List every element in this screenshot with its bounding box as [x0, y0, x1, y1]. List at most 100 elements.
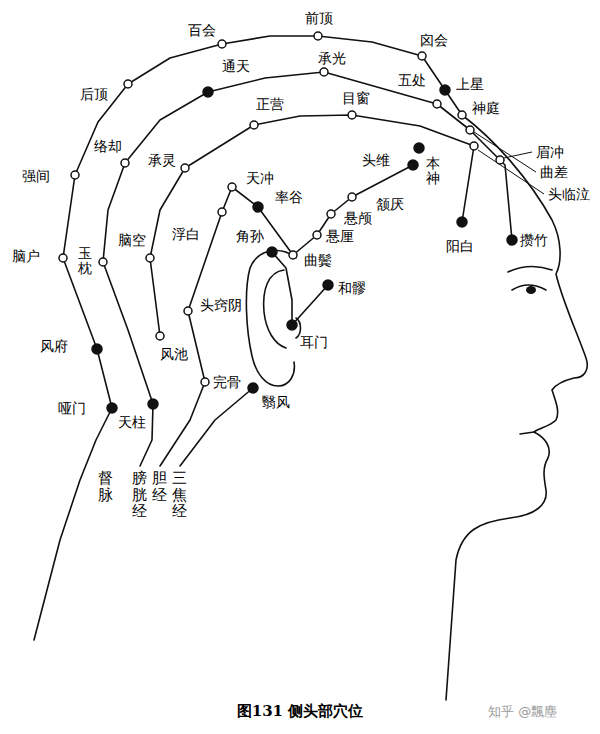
ear-inner-fold: [264, 270, 286, 348]
acupoint-filled: [107, 403, 117, 413]
acupoint-label: 天柱: [118, 414, 146, 430]
acupoint-open: [289, 251, 297, 259]
bladder-meridian-line: [103, 72, 512, 466]
acupoint-label: 百会: [188, 22, 216, 38]
acupoint-open: [348, 111, 356, 119]
acupoint-open: [433, 100, 441, 108]
acupoint-open: [313, 231, 321, 239]
acupoint-label: 通天: [222, 58, 250, 74]
acupoint-label: 颔厌: [376, 196, 404, 212]
acupoint-filled: [148, 399, 158, 409]
ear-outline: [246, 251, 296, 386]
acupoint-label: 耳门: [300, 334, 328, 350]
acupoint-label: 翳风: [262, 394, 290, 410]
acupoint-open: [348, 193, 356, 201]
acupoint-label: 曲鬓: [304, 252, 332, 268]
gallbladder-meridian-line: [150, 115, 474, 336]
acupoint-open: [327, 210, 335, 218]
acupoint-label: 完骨: [213, 374, 241, 390]
acupoint-filled: [323, 280, 333, 290]
meridian-label: 三焦经: [172, 470, 187, 520]
acupoint-open: [201, 378, 209, 386]
acupoint-filled: [248, 383, 258, 393]
acupoint-label: 悬厘: [326, 228, 354, 244]
acupoint-label: 络却: [94, 138, 122, 154]
acupoint-label: 风府: [40, 338, 68, 354]
acupoint-label: 本神: [426, 156, 440, 187]
acupoint-label: 五处: [398, 72, 426, 88]
acupoint-filled: [287, 320, 297, 330]
acupoint-open: [218, 40, 226, 48]
mouth-line: [520, 432, 534, 434]
acupoint-label: 哑门: [58, 400, 86, 416]
acupoint-label: 和髎: [338, 280, 366, 296]
acupoint-label: 强间: [22, 168, 50, 184]
acupoint-open: [228, 183, 236, 191]
figure-caption: 图131 侧头部穴位: [0, 702, 600, 720]
acupoint-label: 攒竹: [520, 232, 548, 248]
gallbladder-meridian-line: [160, 165, 413, 466]
eye-pupil: [526, 286, 536, 294]
acupoint-open: [156, 332, 164, 340]
acupoint-open: [184, 307, 192, 315]
acupoint-label: 浮白: [172, 226, 200, 242]
governor-vessel-line: [34, 36, 462, 640]
acupoint-label: 头维: [362, 152, 390, 168]
acupoint-label: 阳白: [446, 238, 474, 254]
leader-line: [504, 152, 532, 158]
acupoint-open: [181, 164, 189, 172]
acupoint-label: 悬颅: [344, 210, 372, 226]
acupoint-open: [466, 126, 474, 134]
acupoint-label: 承光: [318, 50, 346, 66]
acupoint-open: [218, 208, 226, 216]
acupoint-open: [99, 258, 107, 266]
acupoint-open: [71, 171, 79, 179]
acupoint-label: 头临泣: [548, 186, 590, 202]
acupoint-label: 上星: [456, 76, 484, 92]
watermark: 知乎 @飄塵: [488, 704, 557, 720]
acupoint-label: 前顶: [305, 10, 333, 26]
acupoint-filled: [267, 247, 277, 257]
acupoint-label: 率谷: [275, 189, 303, 205]
acupoint-open: [250, 121, 258, 129]
acupoint-open: [59, 254, 67, 262]
acupoint-open: [470, 142, 478, 150]
acupoint-label: 承灵: [148, 152, 176, 168]
acupoint-label: 头窍阴: [200, 297, 242, 313]
acupoint-open: [314, 32, 322, 40]
acupoint-label: 曲差: [540, 164, 568, 180]
acupoint-open: [418, 52, 426, 60]
acupoint-filled: [92, 344, 102, 354]
eyebrow: [508, 266, 552, 272]
acupoint-label: 脑空: [118, 232, 146, 248]
acupoint-label: 角孙: [236, 228, 264, 244]
meridian-label: 胆经: [152, 470, 167, 503]
acupoint-open: [496, 156, 504, 164]
acupoint-open: [320, 68, 328, 76]
sanjiao-meridian-line: [180, 388, 253, 466]
acupoint-label: 眉冲: [536, 144, 564, 160]
acupoint-filled: [440, 85, 450, 95]
acupoint-open: [121, 159, 129, 167]
leader-line: [474, 132, 536, 172]
meridian-label: 督脉: [98, 470, 113, 503]
acupoint-label: 正营: [256, 96, 284, 112]
acupoint-filled: [507, 235, 517, 245]
face-profile: [446, 115, 587, 700]
acupoint-label: 后顶: [80, 86, 108, 102]
acupoint-label: 脑户: [12, 248, 40, 264]
leader-line: [478, 150, 544, 194]
acupoint-label: 神庭: [472, 100, 500, 116]
acupoint-filled: [203, 87, 213, 97]
acupoint-label: 目窗: [342, 90, 370, 106]
acupoint-filled: [457, 217, 467, 227]
acupoint-label: 天冲: [246, 170, 274, 186]
acupoint-open: [124, 80, 132, 88]
acupoint-label: 囟会: [420, 32, 448, 48]
meridian-label: 膀胱经: [132, 470, 147, 520]
acupoint-label: 风池: [160, 346, 188, 362]
acupoint-label: 玉枕: [78, 246, 92, 277]
acupoint-open: [146, 254, 154, 262]
